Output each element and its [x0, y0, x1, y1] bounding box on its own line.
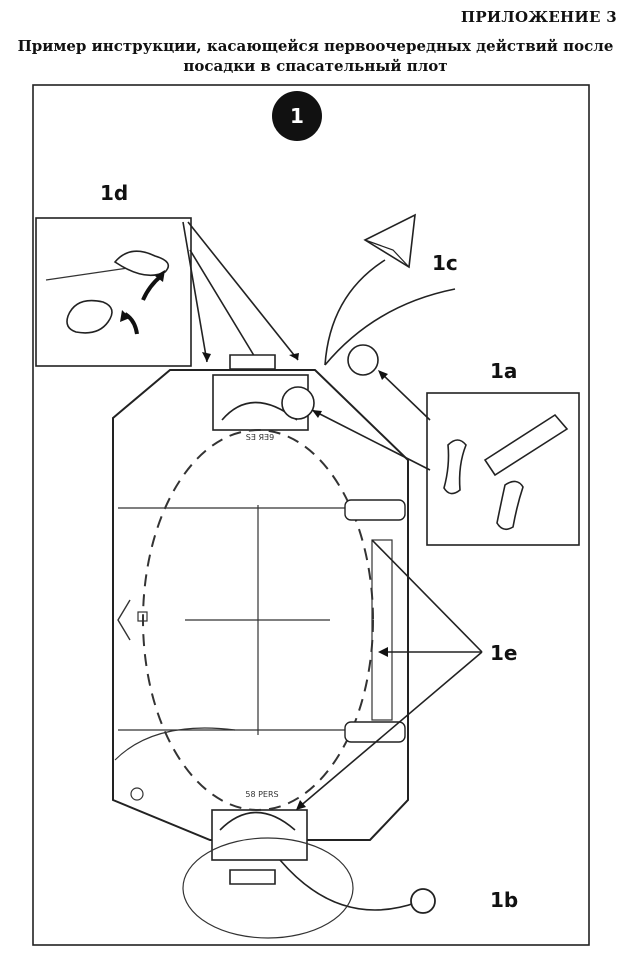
rescue-ring-icon [410, 888, 436, 914]
label-1c: 1c [432, 251, 458, 275]
canopy-flap-icon [113, 250, 170, 277]
inset-1a [426, 392, 580, 546]
label-1e: 1e [490, 641, 517, 665]
raft-marking-top: SƎ ЯƎ9 [246, 433, 274, 442]
rescue-ring-icon [347, 344, 379, 376]
knife-icon [483, 413, 569, 477]
drogue-1c [324, 213, 456, 366]
label-1b: 1b [490, 888, 518, 912]
label-1a: 1a [490, 359, 517, 383]
raft-marking-bottom: 58 PERS [245, 790, 278, 799]
inset-1d [35, 217, 192, 367]
step-number: 1 [290, 104, 304, 128]
title-line-2: посадки в спасательный плот [183, 57, 448, 75]
page-title: Пример инструкции, касающейся первоочере… [0, 36, 631, 76]
title-line-1: Пример инструкции, касающейся первоочере… [17, 37, 614, 55]
liferaft-body: SƎ ЯƎ9 58 PERS [112, 354, 409, 885]
step-number-badge: 1 [272, 91, 322, 141]
figure-frame [32, 84, 590, 946]
entrance-bottom [211, 809, 308, 861]
canopy-flap-icon [66, 299, 113, 334]
appendix-heading: ПРИЛОЖЕНИЕ 3 [460, 8, 617, 26]
label-1d: 1d [100, 181, 128, 205]
